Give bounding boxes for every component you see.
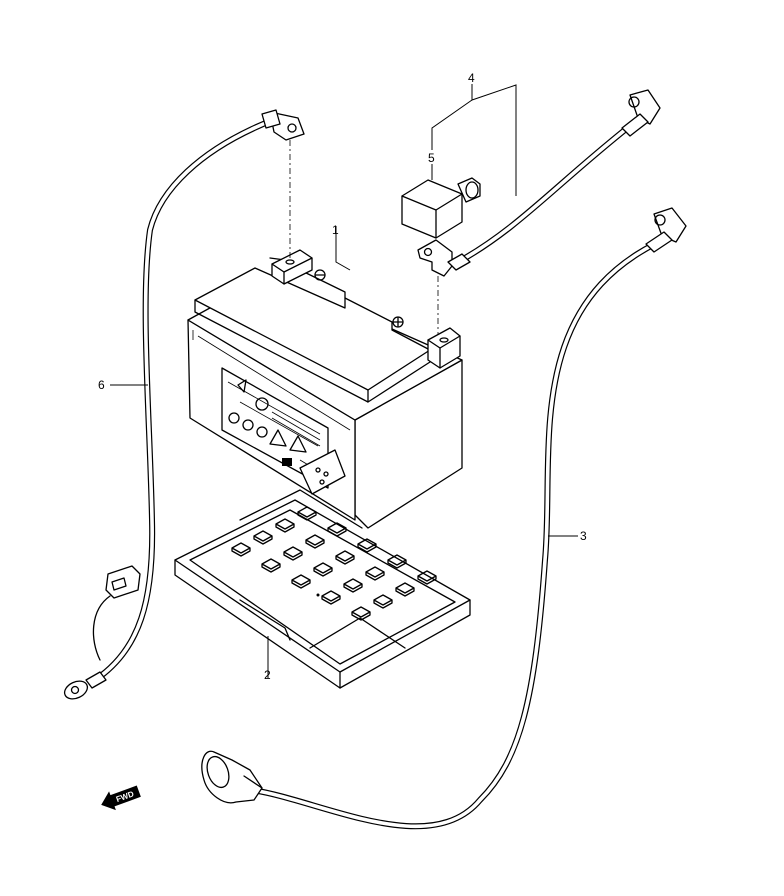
- ground-wire[interactable]: [62, 109, 305, 702]
- tray-hole: [321, 590, 341, 605]
- tray-hole: [305, 534, 325, 549]
- tray-hole: [395, 582, 415, 597]
- tray-hole: [297, 506, 317, 521]
- callout-4: 4: [468, 71, 475, 85]
- tray-hole: [313, 562, 333, 577]
- tray-hole: [291, 574, 311, 589]
- callout-6: 6: [98, 378, 105, 392]
- direction-arrow-icon: FWD: [101, 785, 141, 811]
- tray-hole: [253, 530, 273, 545]
- battery-tray[interactable]: [174, 489, 471, 689]
- tray-hole: [417, 570, 437, 585]
- tray-hole: [351, 606, 371, 621]
- terminal-cover[interactable]: [401, 177, 481, 239]
- tray-hole: [357, 538, 377, 553]
- tray-hole: [387, 554, 407, 569]
- negative-cable[interactable]: [201, 207, 687, 830]
- positive-cable[interactable]: [417, 89, 661, 277]
- callout-3: 3: [580, 529, 587, 543]
- tray-hole: [261, 558, 281, 573]
- callout-5: 5: [428, 151, 435, 165]
- tray-hole: [283, 546, 303, 561]
- tray-hole: [373, 594, 393, 609]
- tray-hole: [335, 550, 355, 565]
- tray-hole: [327, 522, 347, 537]
- callout-2: 2: [264, 668, 271, 682]
- callout-1: 1: [332, 223, 339, 237]
- tray-hole: [343, 578, 363, 593]
- battery[interactable]: [187, 249, 463, 529]
- tray-hole: [275, 518, 295, 533]
- tray-hole: [365, 566, 385, 581]
- tray-hole: [231, 542, 251, 557]
